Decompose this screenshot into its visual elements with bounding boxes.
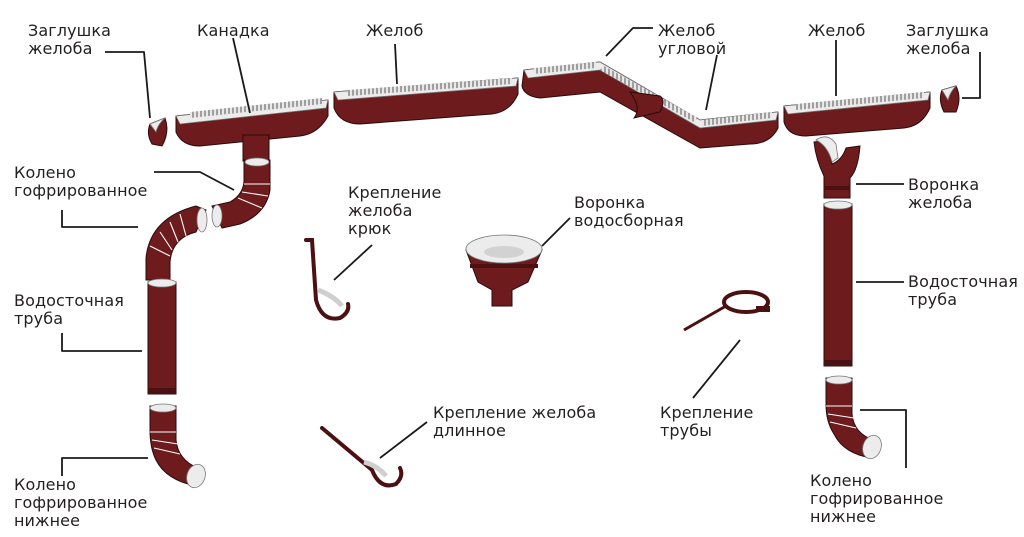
label-gutter-cap-right: Заглушка желоба [906,21,990,58]
leader-kanadka [232,37,251,114]
downpipe-right [823,200,853,367]
elbow-corrugated-left-2 [145,205,208,281]
gutter-cap-right [939,85,960,113]
label-gutter-2: Желоб [808,21,866,40]
label-gutter-outlet: Воронка желоба [908,175,980,212]
leader-elbow-corrugated-2 [61,210,138,228]
long-bracket [320,426,404,488]
leader-clamp [692,339,741,399]
kanadka-part [175,98,329,162]
gutter-cap-left [147,117,168,147]
label-pipe-clamp: Крепление трубы [660,403,754,440]
label-downpipe-right: Водосточная труба [908,272,1018,309]
leader-cap-left [105,51,151,119]
label-funnel: Воронка водосборная [574,193,684,230]
gutter-outlet-right [813,136,861,199]
label-kanadka: Канадка [197,21,270,40]
pipe-clamp [683,290,770,332]
elbow-corrugated-left [211,157,271,229]
elbow-bottom-right [825,375,882,460]
label-hook-bracket: Крепление желоба крюк [348,183,442,238]
funnel [465,234,543,307]
label-gutter-cap-left: Заглушка желоба [28,21,112,58]
leader-hook [333,244,373,281]
elbow-bottom-left [149,403,206,489]
label-elbow-bottom-left: Колено гофрированное нижнее [14,475,148,530]
leader-long-bracket [379,421,428,459]
leader-lines [61,27,981,476]
leader-funnel [541,217,571,247]
leader-gutter-1 [394,43,398,85]
label-elbow-bottom-right: Колено гофрированное нижнее [810,471,944,526]
leader-elbow-bottom-left [61,457,148,476]
leader-downpipe-left [61,333,142,352]
downpipe-left [147,278,177,395]
leader-corner-bottom [705,54,718,111]
label-gutter-1: Желоб [366,21,424,40]
hook-bracket [304,238,351,321]
corner-gutter-part [521,61,779,149]
leader-corner-top [605,27,653,57]
label-downpipe-left: Водосточная труба [14,291,124,328]
leader-elbow-bottom-right [860,409,907,468]
label-gutter-corner: Желоб угловой [658,21,727,58]
gutter-part-1 [333,77,519,125]
leader-cap-right [962,52,981,99]
gutter-part-2 [783,91,931,137]
label-elbow-corrugated: Колено гофрированное [14,163,148,200]
label-long-bracket: Крепление желоба длинное [433,403,597,440]
leader-elbow-corrugated [154,171,235,191]
